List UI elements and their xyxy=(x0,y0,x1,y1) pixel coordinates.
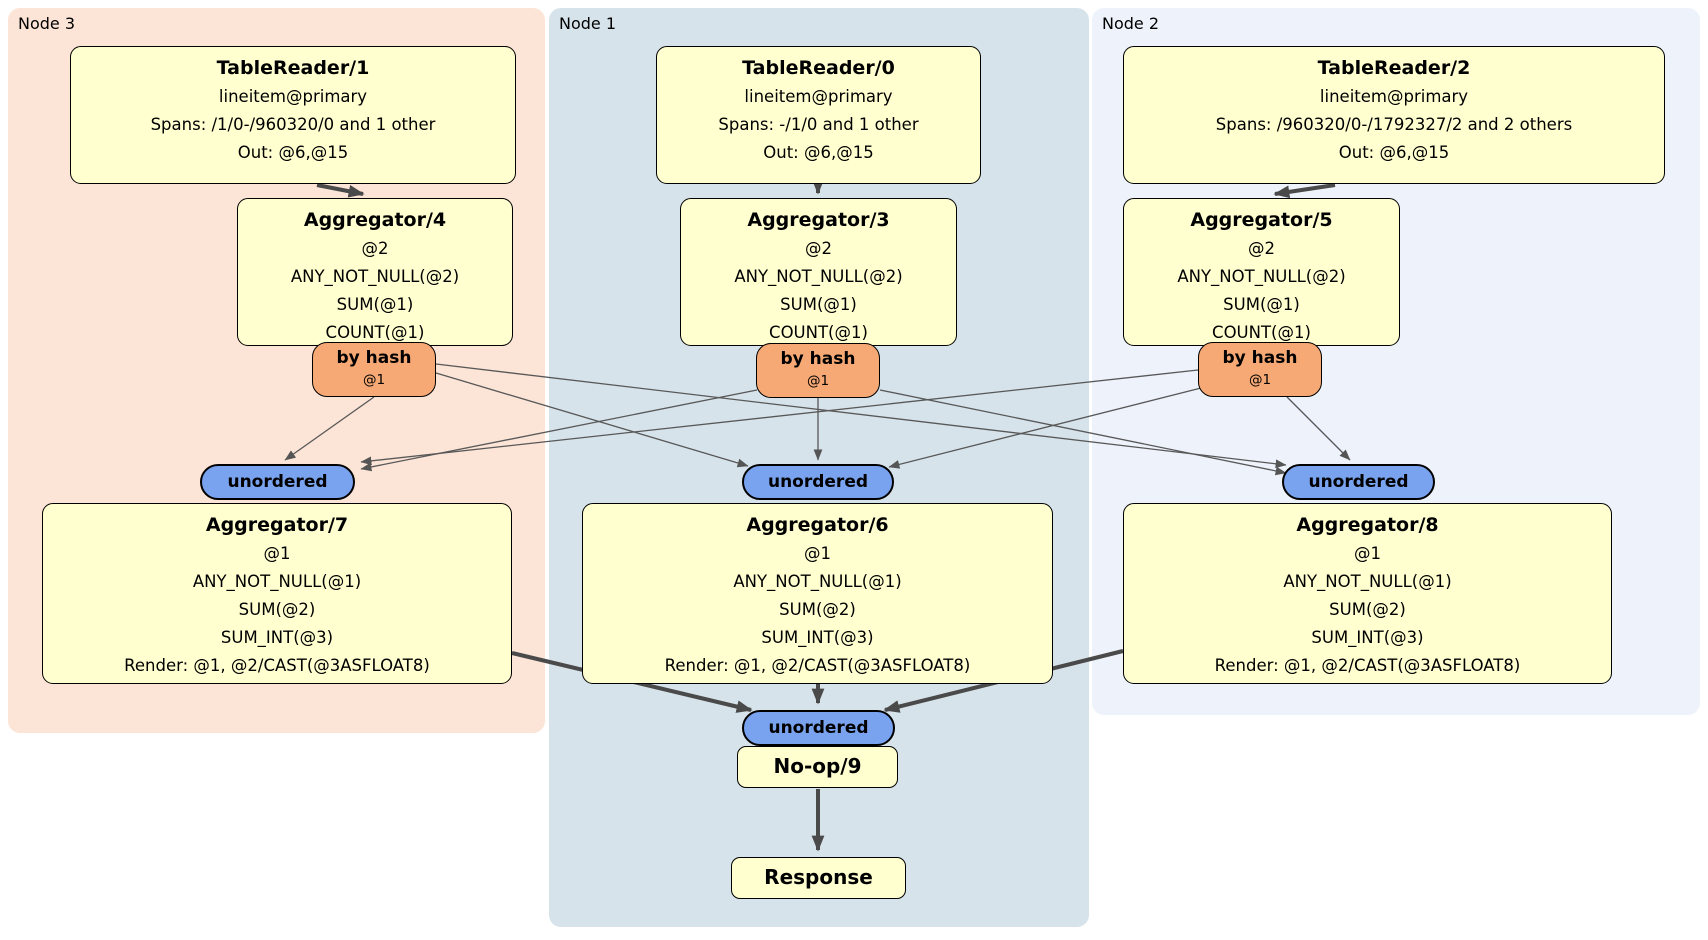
node-title: Aggregator/8 xyxy=(1296,514,1439,536)
node-detail-line: lineitem@primary xyxy=(744,87,893,106)
sync-unordered-left: unordered xyxy=(200,464,355,500)
router-label: by hash xyxy=(780,349,856,369)
node-detail-line: ANY_NOT_NULL(@2) xyxy=(290,267,460,286)
node-detail-line: @1 xyxy=(804,544,831,563)
node-detail-line: ANY_NOT_NULL(@2) xyxy=(1177,267,1346,286)
edge-router4-sync-left xyxy=(284,396,375,461)
node-detail-line: SUM_INT(@3) xyxy=(1311,628,1424,647)
node-noop-9: No-op/9 xyxy=(737,746,898,788)
node-detail-line: Out: @6,@15 xyxy=(763,143,874,162)
router-label: by hash xyxy=(336,348,412,368)
edge-router5-sync-left xyxy=(360,369,1199,466)
region-node3-label: Node 3 xyxy=(18,14,76,33)
edge-router4-sync-center xyxy=(435,372,749,468)
node-detail-line: lineitem@primary xyxy=(1319,87,1469,106)
node-detail-line: SUM_INT(@3) xyxy=(220,628,334,647)
node-title: TableReader/1 xyxy=(216,57,370,79)
router-label: by hash xyxy=(1222,348,1298,368)
node-detail-line: SUM(@2) xyxy=(238,600,316,619)
node-detail-line: @2 xyxy=(1248,239,1275,258)
edge-tablereader1-aggregator4 xyxy=(316,183,365,198)
node-aggregator-7: Aggregator/7 @1 ANY_NOT_NULL(@1) SUM(@2)… xyxy=(42,503,512,684)
router-by-hash-4: by hash @1 xyxy=(312,342,436,397)
router-by-hash-3: by hash @1 xyxy=(756,343,880,398)
edge-router3-sync-right xyxy=(879,389,1287,476)
router-key: @1 xyxy=(362,372,386,388)
node-detail-line: ANY_NOT_NULL(@1) xyxy=(192,572,362,591)
node-detail-line: COUNT(@1) xyxy=(769,323,868,342)
edge-router4-sync-right xyxy=(435,363,1287,469)
node-tablereader-1: TableReader/1 lineitem@primary Spans: /1… xyxy=(70,46,516,184)
node-detail-line: SUM(@1) xyxy=(1223,295,1300,314)
node-detail-line: Out: @6,@15 xyxy=(1338,143,1450,162)
router-key: @1 xyxy=(806,373,830,389)
node-aggregator-6: Aggregator/6 @1 ANY_NOT_NULL(@1) SUM(@2)… xyxy=(582,503,1053,684)
region-node2-label: Node 2 xyxy=(1102,14,1160,33)
edge-router5-sync-center xyxy=(888,387,1202,469)
node-title: Aggregator/3 xyxy=(747,209,890,231)
node-detail-line: lineitem@primary xyxy=(218,87,368,106)
node-detail-line: Out: @6,@15 xyxy=(237,143,349,162)
node-detail-line: SUM_INT(@3) xyxy=(761,628,874,647)
node-tablereader-2: TableReader/2 lineitem@primary Spans: /9… xyxy=(1123,46,1665,184)
node-detail-line: SUM(@2) xyxy=(1329,600,1406,619)
node-aggregator-8: Aggregator/8 @1 ANY_NOT_NULL(@1) SUM(@2)… xyxy=(1123,503,1612,684)
node-detail-line: ANY_NOT_NULL(@2) xyxy=(734,267,903,286)
sync-unordered-final: unordered xyxy=(742,710,895,746)
node-detail-line: SUM(@1) xyxy=(780,295,857,314)
node-aggregator-4: Aggregator/4 @2 ANY_NOT_NULL(@2) SUM(@1)… xyxy=(237,198,513,346)
node-title: TableReader/0 xyxy=(742,57,895,79)
node-response: Response xyxy=(731,857,906,899)
node-detail-line: COUNT(@1) xyxy=(1212,323,1311,342)
node-title: Aggregator/7 xyxy=(205,514,349,536)
node-tablereader-0: TableReader/0 lineitem@primary Spans: -/… xyxy=(656,46,981,184)
node-aggregator-3: Aggregator/3 @2 ANY_NOT_NULL(@2) SUM(@1)… xyxy=(680,198,957,346)
node-detail-line: ANY_NOT_NULL(@1) xyxy=(1283,572,1452,591)
node-detail-line: Render: @1, @2/CAST(@3ASFLOAT8) xyxy=(664,656,971,675)
node-detail-line: Spans: /960320/0-/1792327/2 and 2 others xyxy=(1215,115,1573,134)
edge-router3-sync-left xyxy=(360,389,758,472)
node-title: TableReader/2 xyxy=(1317,57,1471,79)
node-detail-line: COUNT(@1) xyxy=(325,323,425,342)
node-detail-line: SUM(@1) xyxy=(336,295,414,314)
node-detail-line: @2 xyxy=(805,239,832,258)
region-node1-label: Node 1 xyxy=(559,14,617,33)
node-detail-line: Spans: -/1/0 and 1 other xyxy=(718,115,919,134)
sync-unordered-right: unordered xyxy=(1282,464,1435,500)
node-title: Aggregator/4 xyxy=(303,209,447,231)
edge-tablereader2-aggregator5 xyxy=(1273,183,1336,199)
node-aggregator-5: Aggregator/5 @2 ANY_NOT_NULL(@2) SUM(@1)… xyxy=(1123,198,1400,346)
node-detail-line: Render: @1, @2/CAST(@3ASFLOAT8) xyxy=(124,656,430,675)
sync-unordered-center: unordered xyxy=(742,464,894,500)
node-detail-line: Render: @1, @2/CAST(@3ASFLOAT8) xyxy=(1214,656,1521,675)
node-detail-line: ANY_NOT_NULL(@1) xyxy=(733,572,902,591)
node-detail-line: @1 xyxy=(1354,544,1381,563)
node-detail-line: SUM(@2) xyxy=(779,600,856,619)
node-title: Aggregator/6 xyxy=(746,514,889,536)
edge-router5-sync-right xyxy=(1286,396,1351,461)
node-title: Aggregator/5 xyxy=(1190,209,1333,231)
node-detail-line: Spans: /1/0-/960320/0 and 1 other xyxy=(150,115,436,134)
router-by-hash-5: by hash @1 xyxy=(1198,342,1322,397)
router-key: @1 xyxy=(1248,372,1272,388)
node-detail-line: @1 xyxy=(263,544,291,563)
node-detail-line: @2 xyxy=(361,239,389,258)
